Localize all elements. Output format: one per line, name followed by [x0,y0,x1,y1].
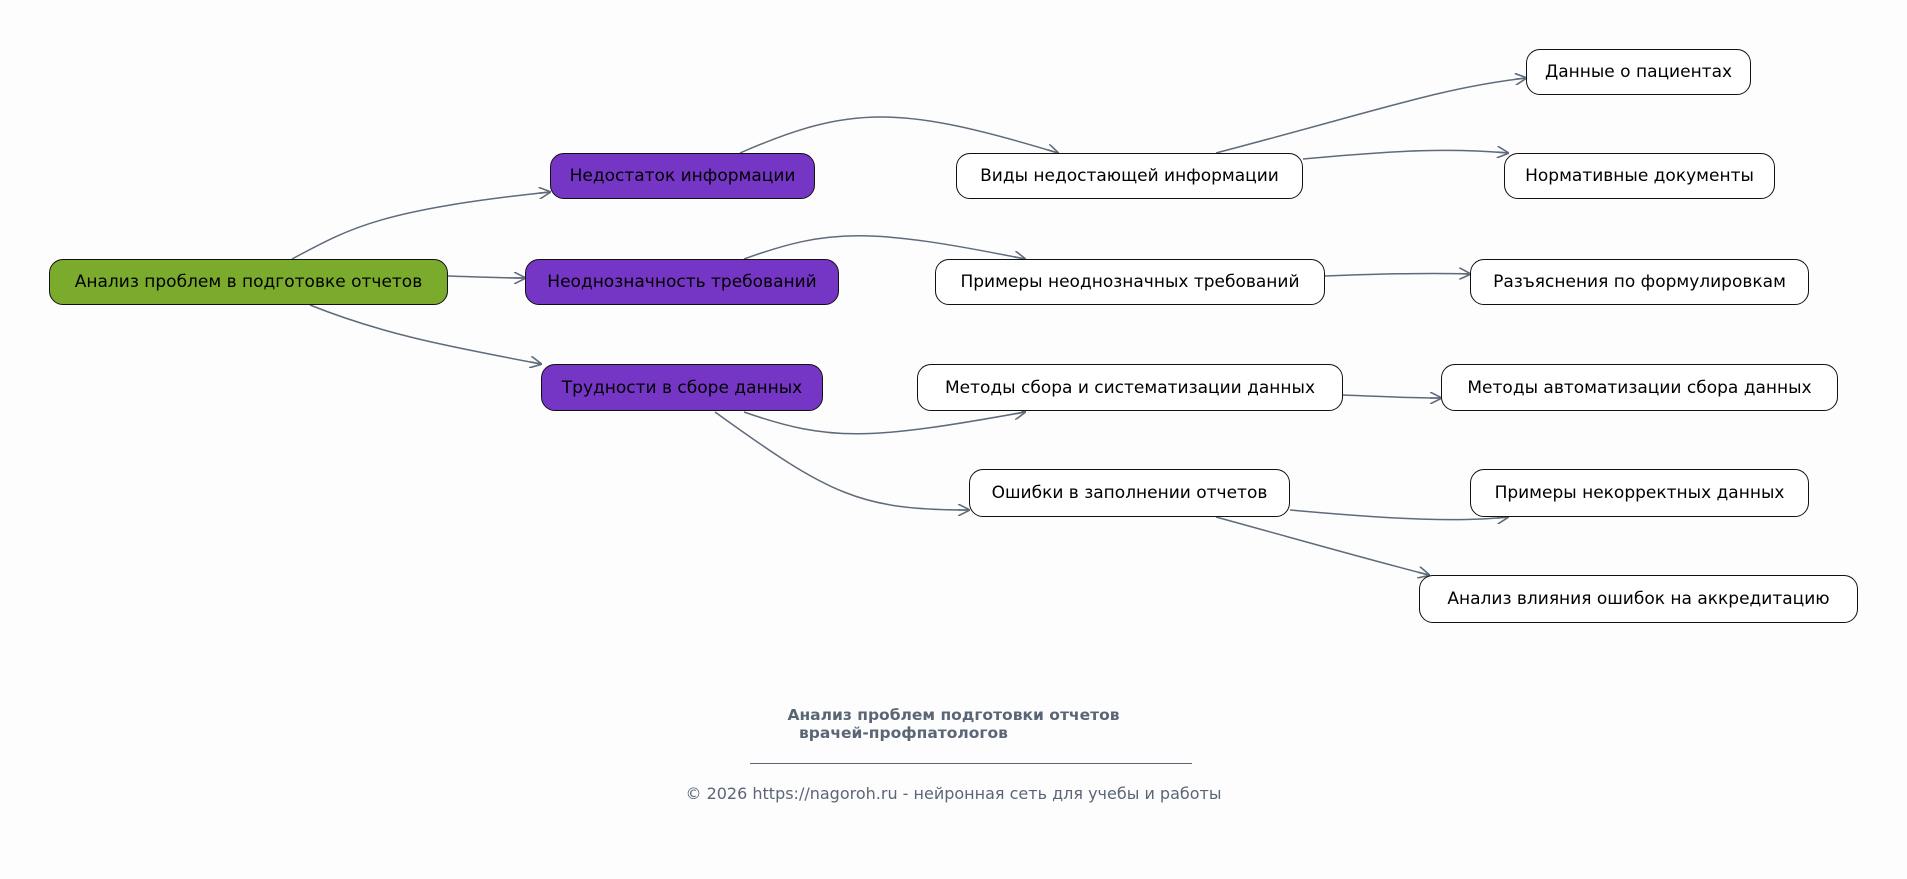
node-automation-methods[interactable]: Методы автоматизации сбора данных [1441,364,1838,411]
edge-lack-info-missing-types [739,116,1058,153]
footer-title-line2: врачей-профпатологов [798,724,1008,742]
footer-title: Анализ проблем подготовки отчетов врачей… [0,706,1907,742]
node-root[interactable]: Анализ проблем в подготовке отчетов [49,259,448,305]
node-patient-data[interactable]: Данные о пациентах [1526,49,1751,95]
node-ambiguity[interactable]: Неоднозначность требований [525,259,839,305]
edge-root-data-difficulty [309,304,541,364]
node-incorrect-examples[interactable]: Примеры некорректных данных [1470,469,1809,517]
edge-methods-automation [1342,395,1441,398]
node-accreditation-impact[interactable]: Анализ влияния ошибок на аккредитацию [1419,575,1858,623]
node-filling-errors[interactable]: Ошибки в заполнении отчетов [969,469,1290,517]
edge-errors-incorrect [1289,509,1508,520]
footer-title-line1: Анализ проблем подготовки отчетов [787,706,1120,724]
node-collection-methods[interactable]: Методы сбора и систематизации данных [917,364,1343,411]
node-clarifications[interactable]: Разъяснения по формулировкам [1470,259,1809,305]
edge-difficulty-methods [743,412,1025,435]
node-lack-info[interactable]: Недостаток информации [550,153,815,199]
copyright-text: © 2026 https://nagoroh.ru - нейронная се… [685,784,1222,803]
edge-difficulty-errors [714,411,969,510]
edge-missing-normative [1302,150,1508,160]
footer-divider [750,763,1192,764]
edge-root-lack-info [291,192,550,260]
edge-ambiguity-examples [743,235,1025,259]
edge-missing-patient-data [1215,78,1526,154]
node-missing-types[interactable]: Виды недостающей информации [956,153,1303,199]
edge-errors-impact [1215,516,1429,575]
edge-examples-clarifications [1324,273,1470,276]
node-data-difficulty[interactable]: Трудности в сборе данных [541,364,823,411]
node-normative-docs[interactable]: Нормативные документы [1504,153,1775,199]
edge-root-ambiguity [447,276,525,278]
node-ambiguous-examples[interactable]: Примеры неоднозначных требований [935,259,1325,305]
